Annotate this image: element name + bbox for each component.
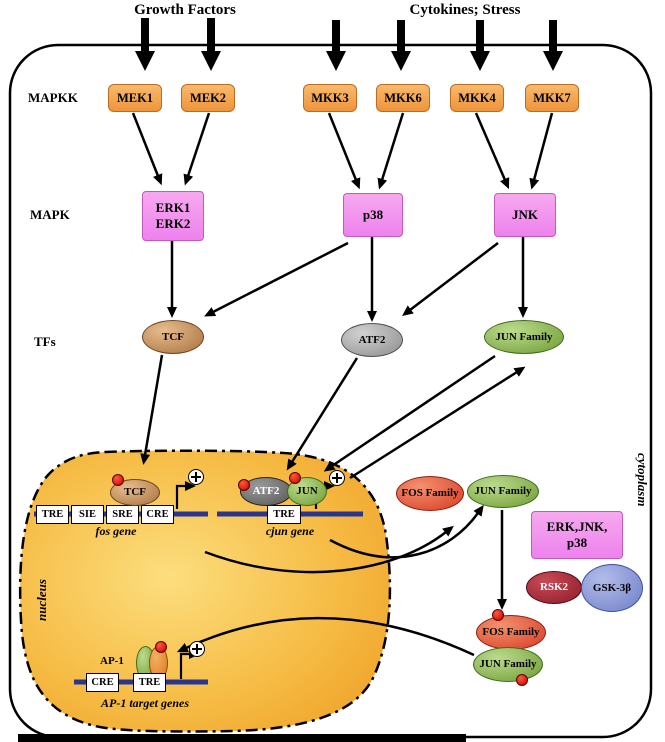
mapk-to-tf-arrows xyxy=(167,236,528,322)
phospho-dot-fos-family xyxy=(492,609,504,621)
tfs-row-label: TFs xyxy=(34,334,56,349)
growth-factors-label: Growth Factors xyxy=(134,2,236,18)
nucleus-shape xyxy=(18,449,392,733)
ap1-tre-box: TRE xyxy=(133,673,166,692)
bottom-bar xyxy=(18,734,466,742)
p38-box: p38 xyxy=(343,193,403,237)
kinase-box-line2: p38 xyxy=(566,535,588,550)
kinase-box: ERK,JNK, p38 xyxy=(531,511,623,559)
fos-gene-label: fos gene xyxy=(95,524,137,538)
stimulus-arrows xyxy=(135,18,563,71)
mek2-box: MEK2 xyxy=(181,84,235,112)
erk2-label: ERK2 xyxy=(155,216,191,231)
mkk3-box: MKK3 xyxy=(303,84,357,112)
jun-family-phospho-ellipse: JUN Family xyxy=(473,647,543,682)
tf-to-nucleus-arrows xyxy=(140,354,526,657)
mapkk-to-mapk-arrows xyxy=(131,112,554,190)
phospho-dot-ap1 xyxy=(155,641,167,653)
mkk4-box: MKK4 xyxy=(450,84,504,112)
cytoplasm-label: cytoplasm xyxy=(635,453,650,507)
rsk2-ellipse: RSK2 xyxy=(526,571,582,604)
fos-family-phospho-ellipse: FOS Family xyxy=(476,615,546,650)
plus-circle-icon-ap1 xyxy=(189,641,205,657)
ap1-cre-box: CRE xyxy=(86,673,119,692)
mkk7-box: MKK7 xyxy=(525,84,579,112)
plus-circle-icon-fos xyxy=(188,469,204,485)
fos-sre-box: SRE xyxy=(106,505,139,524)
nucleus-tcf-ellipse: TCF xyxy=(110,479,160,506)
mkk6-box: MKK6 xyxy=(376,84,430,112)
plus-circle-icon-cjun xyxy=(329,470,345,486)
fos-tre-box: TRE xyxy=(36,505,69,524)
ap1-label: AP-1 xyxy=(100,655,124,667)
mapkk-row-label: MAPKK xyxy=(28,90,78,105)
erk1-label: ERK1 xyxy=(155,199,191,215)
fos-cre-box: CRE xyxy=(141,505,174,524)
gsk3b-ellipse: GSK-3β xyxy=(581,564,643,612)
jnk-box: JNK xyxy=(494,193,556,237)
phospho-dot-atf2 xyxy=(238,479,250,491)
kinase-box-line1: ERK,JNK, xyxy=(546,518,608,534)
nucleus-label: nucleus xyxy=(34,579,49,621)
fos-sie-box: SIE xyxy=(71,505,104,524)
mapk-row-label: MAPK xyxy=(30,207,70,222)
jun-family-ellipse: JUN Family xyxy=(484,320,564,354)
phospho-dot-jun xyxy=(289,472,301,484)
erk-box: ERK1 ERK2 xyxy=(142,191,204,241)
ap1-target-genes-label: AP-1 target genes xyxy=(101,696,189,710)
cjun-gene-label: cjun gene xyxy=(265,524,315,538)
cjun-tre-box: TRE xyxy=(267,505,301,524)
cytokines-stress-label: Cytokines; Stress xyxy=(409,2,521,18)
tcf-ellipse: TCF xyxy=(142,320,204,354)
fos-family-ellipse: FOS Family xyxy=(396,476,464,511)
phospho-dot-tcf xyxy=(112,474,124,486)
jun-family-right-ellipse: JUN Family xyxy=(467,475,539,508)
phospho-dot-jun-family xyxy=(516,674,528,686)
atf2-ellipse: ATF2 xyxy=(341,323,403,357)
mek1-box: MEK1 xyxy=(108,84,162,112)
